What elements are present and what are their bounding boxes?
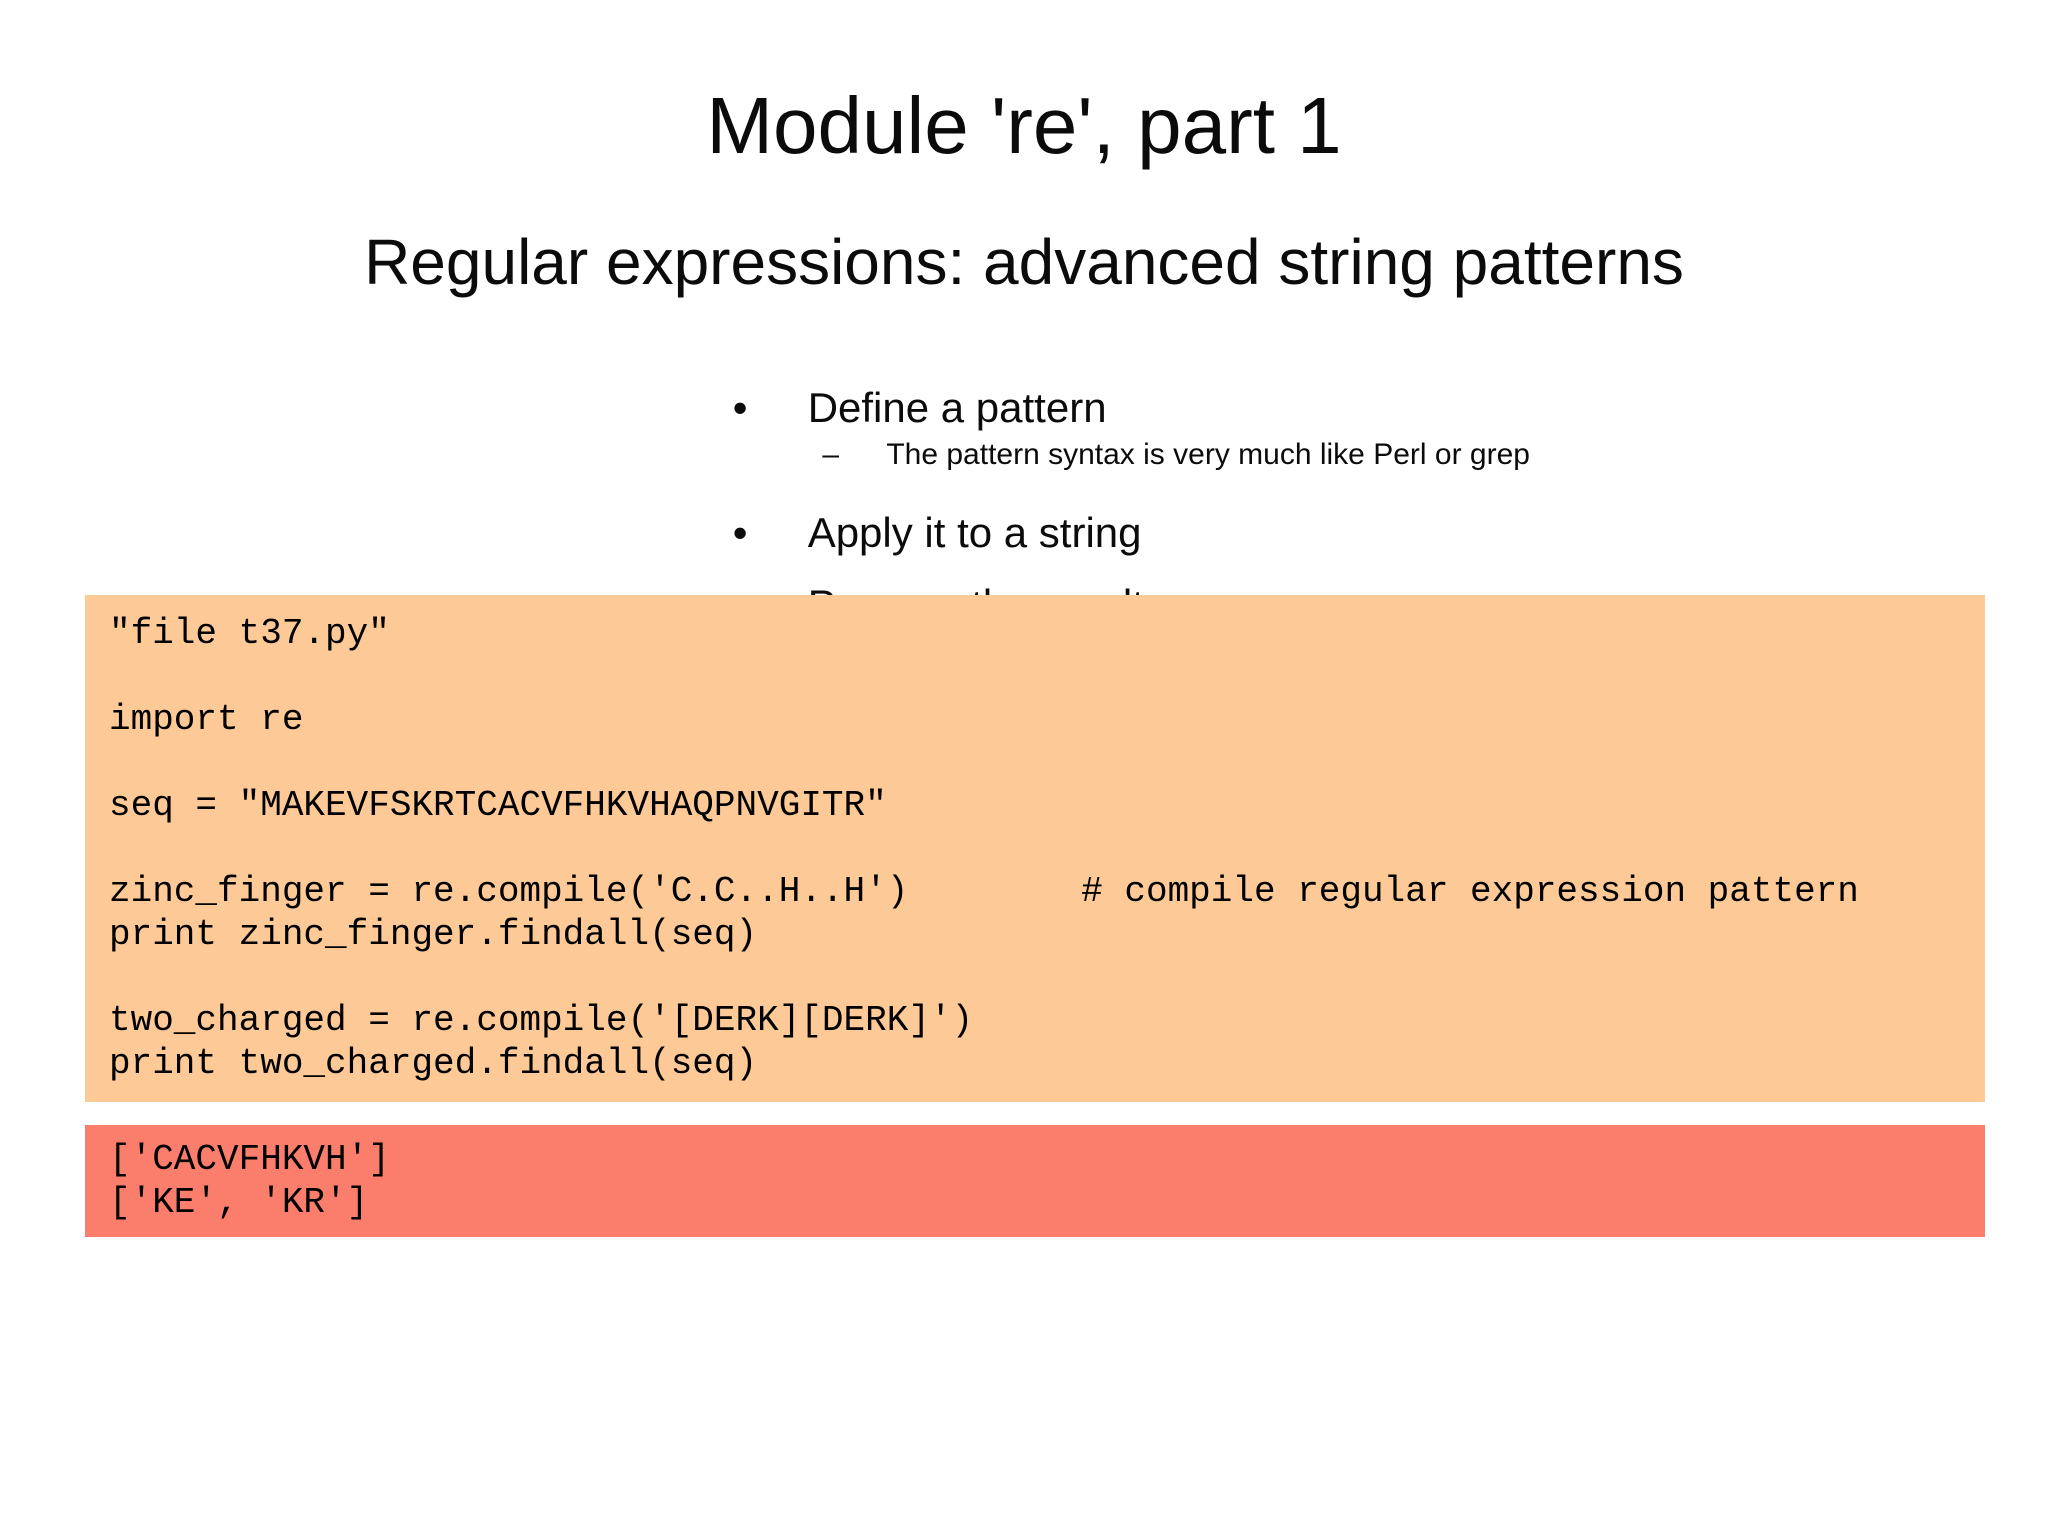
bullet-item-apply-string: • Apply it to a string [686,470,1142,596]
code-line-blank [109,956,1985,999]
output-block: ['CACVFHKVH'] ['KE', 'KR'] [85,1125,1985,1237]
bullet-item-define-pattern: • Define a pattern [686,345,1107,471]
code-line-print-zinc-finger: print zinc_finger.findall(seq) [109,914,758,955]
code-line-blank [109,827,1985,870]
output-line-two-charged-result: ['KE', 'KR'] [109,1182,369,1223]
code-line-print-two-charged: print two_charged.findall(seq) [109,1043,758,1084]
code-line-zinc-finger-compile: zinc_finger = re.compile('C.C..H..H') # … [109,871,1859,912]
code-line-seq-assign: seq = "MAKEVFSKRTCACVFHKVHAQPNVGITR" [109,785,887,826]
output-line-zinc-finger-result: ['CACVFHKVH'] [109,1139,390,1180]
code-line-file-comment: "file t37.py" [109,613,390,654]
bullet-dot-icon: • [732,509,748,556]
code-line-two-charged-compile: two_charged = re.compile('[DERK][DERK]') [109,1000,974,1041]
slide-title: Module 're', part 1 [706,81,1342,170]
slide-subtitle: Regular expressions: advanced string pat… [364,226,1684,298]
dash-marker-icon: – [822,438,840,471]
code-block: "file t37.py" import re seq = "MAKEVFSKR… [85,595,1985,1102]
code-line-blank [109,655,1985,698]
bullet-text: Define a pattern [807,384,1107,431]
sub-bullet-item-pattern-syntax: – The pattern syntax is very much like Pe… [789,410,1530,500]
sub-bullet-text: The pattern syntax is very much like Per… [886,438,1530,471]
bullet-dot-icon: • [732,384,748,431]
code-line-import: import re [109,699,304,740]
code-line-blank [109,741,1985,784]
bullet-text: Apply it to a string [807,509,1142,556]
